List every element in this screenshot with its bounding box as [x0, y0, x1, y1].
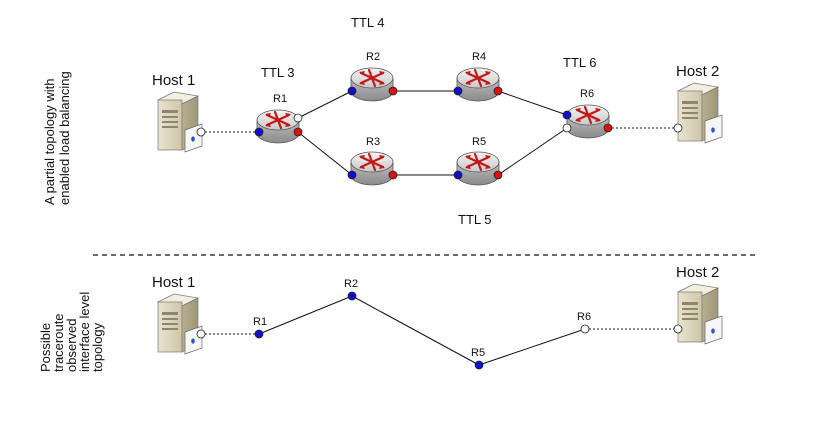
bottom-side-label-line5: topology — [90, 322, 105, 372]
router-r2: R2 — [349, 51, 395, 103]
router-label-r1: R1 — [273, 93, 287, 105]
iface-r6-lower — [562, 123, 572, 133]
link-r1-r2 — [297, 90, 353, 119]
host2-label: Host 2 — [676, 63, 719, 80]
ttl6-label: TTL 6 — [563, 55, 596, 70]
node-r6 — [580, 324, 590, 334]
iface-host2 — [673, 324, 683, 334]
bottom-nodes — [196, 291, 683, 370]
host1-bottom: Host 1 — [152, 274, 203, 355]
router-r1: R1 — [255, 93, 301, 145]
top-side-label-line1: A partial topology with — [42, 79, 57, 205]
host1-top: Host 1 — [152, 72, 203, 153]
server-icon — [157, 293, 203, 355]
bottom-node-labels: R1 R2 R5 R6 — [253, 278, 591, 359]
ttl5-label: TTL 5 — [458, 212, 491, 227]
bottom-side-label-line4: interface level — [77, 292, 92, 372]
iface-r5-right — [493, 170, 503, 180]
iface-r4-right — [493, 86, 503, 96]
ttl3-label: TTL 3 — [261, 65, 294, 80]
router-label-r3: R3 — [366, 136, 380, 148]
router-icon — [349, 66, 395, 103]
path-r1-r2 — [258, 295, 353, 335]
bottom-side-label-line2: traceroute — [51, 313, 66, 372]
node-label-r1: R1 — [253, 316, 267, 328]
router-r4: R4 — [455, 51, 501, 103]
bottom-side-label-line1: Possible — [38, 323, 53, 372]
path-r2-r5 — [351, 295, 480, 366]
iface-host1 — [196, 329, 206, 339]
host2-bottom: Host 2 — [676, 264, 723, 345]
bottom-side-label: Possible traceroute observed interface l… — [38, 292, 105, 372]
iface-r2-left — [347, 86, 357, 96]
iface-r1-upper — [293, 113, 303, 123]
iface-r5-left — [453, 170, 463, 180]
iface-r2-right — [388, 86, 398, 96]
node-r1 — [254, 329, 264, 339]
bottom-links — [201, 295, 678, 366]
host2-label: Host 2 — [676, 264, 719, 281]
ttl4-label: TTL 4 — [351, 15, 384, 30]
router-label-r4: R4 — [472, 51, 486, 63]
router-label-r5: R5 — [472, 136, 486, 148]
top-links — [201, 90, 678, 176]
node-label-r2: R2 — [344, 278, 358, 290]
path-r5-r6 — [478, 328, 586, 366]
router-label-r2: R2 — [366, 51, 380, 63]
ttl-labels: TTL 3 TTL 4 TTL 5 TTL 6 — [261, 15, 596, 227]
iface-r3-left — [347, 170, 357, 180]
iface-host1 — [196, 127, 206, 137]
router-label-r6: R6 — [580, 88, 594, 100]
top-side-label: A partial topology with enabled load bal… — [42, 71, 72, 205]
iface-r6-upper — [562, 110, 572, 120]
router-icon — [349, 150, 395, 187]
server-icon — [157, 91, 203, 153]
top-interfaces — [196, 86, 683, 180]
link-r1-r3 — [297, 131, 353, 176]
host1-label: Host 1 — [152, 274, 195, 291]
router-r3: R3 — [349, 136, 395, 187]
router-r5: R5 — [455, 136, 501, 187]
router-icon — [255, 108, 301, 145]
iface-r1-left — [254, 127, 264, 137]
node-r2 — [347, 291, 357, 301]
node-label-r5: R5 — [471, 347, 485, 359]
node-label-r6: R6 — [577, 311, 591, 323]
link-r5-r6 — [497, 127, 568, 176]
iface-r6-right — [603, 123, 613, 133]
router-icon — [455, 66, 501, 103]
router-r6: R6 — [565, 88, 611, 140]
top-side-label-line2: enabled load balancing — [57, 71, 72, 205]
host1-label: Host 1 — [152, 72, 195, 89]
router-icon — [455, 150, 501, 187]
bottom-side-label-line3: observed — [64, 319, 79, 372]
server-icon — [677, 283, 723, 345]
server-icon — [677, 82, 723, 144]
link-r4-r6 — [497, 90, 568, 116]
iface-host2 — [673, 123, 683, 133]
node-r5 — [474, 360, 484, 370]
iface-r3-right — [388, 170, 398, 180]
host2-top: Host 2 — [676, 63, 723, 144]
iface-r4-left — [453, 86, 463, 96]
iface-r1-lower — [293, 127, 303, 137]
router-icon — [565, 103, 611, 140]
